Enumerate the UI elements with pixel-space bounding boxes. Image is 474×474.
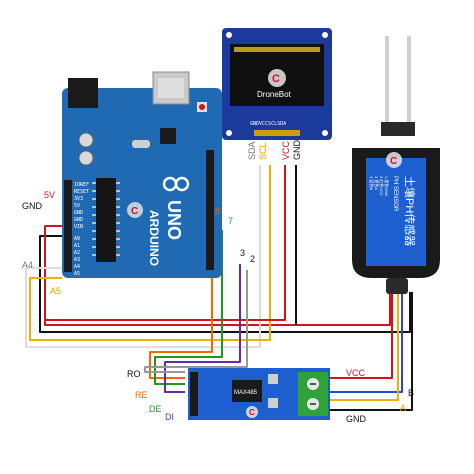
svg-text:A4: A4 [74,264,80,270]
label-5v: 5V [44,190,55,200]
svg-text:1.黑色GND: 1.黑色GND [384,176,390,196]
svg-text:A5: A5 [74,271,80,277]
label-pin-3: 3 [240,248,245,258]
label-de: DE [149,404,162,414]
wire-d2-ro [144,270,248,373]
label-di: DI [165,412,174,422]
svg-text:C: C [272,73,280,85]
oled-pin-labels: SDA SCL VCC GND [247,140,302,161]
wire-rs485-gnd [330,292,413,411]
svg-text:C: C [390,156,397,167]
watermark-logo-rs485: C [246,406,258,418]
label-pin-7: 7 [228,216,233,226]
capacitor [78,150,94,166]
svg-text:土壤PH传感器: 土壤PH传感器 [403,176,417,246]
oled-pin-text: GNDVCCSCLSDA [250,121,286,127]
label-gnd-rs485: GND [346,414,367,424]
arduino-uno-board: ARDUINO UNO IOREF RESET 3V3 5V GND GND V… [62,71,222,278]
svg-text:SCL: SCL [258,142,268,160]
label-gnd-arduino: GND [22,201,43,211]
label-a5: A5 [50,286,61,296]
power-jack [68,78,98,108]
usb-chip [160,128,176,144]
label-pin-2: 2 [250,254,255,264]
svg-text:RESET: RESET [74,189,89,195]
sensor-cable-gland [386,278,408,294]
svg-text:SDA: SDA [247,141,257,160]
wire-a5-arduino [29,165,271,341]
crystal [132,140,150,148]
label-ro: RO [127,369,141,379]
svg-text:MAX485: MAX485 [234,390,258,396]
wire-rs485-vcc [330,292,393,379]
watermark-logo-oled: C DroneBot [257,69,292,99]
svg-text:PH SENSOR: PH SENSOR [392,176,398,212]
oled-header [254,130,300,136]
arduino-logo-text: ARDUINO [147,210,161,266]
soil-ph-sensor: 土壤PH传感器 PH SENSOR 1.黑色GND 2.红色VCC 3.黄色A … [352,36,440,294]
svg-text:A1: A1 [74,243,80,249]
wire-oled-vcc [45,165,286,321]
svg-text:3.黄色A: 3.黄色A [374,176,380,190]
label-a4: A4 [22,260,33,270]
svg-text:A2: A2 [74,250,80,256]
wire-a4-arduino-shadow [25,165,261,348]
watermark-logo-arduino: C [127,202,143,218]
rs485-chip [232,380,262,402]
oled-display-module: C DroneBot GNDVCCSCLSDA [222,28,332,140]
digital-header [206,150,214,270]
svg-text:5V: 5V [74,203,80,209]
svg-text:C: C [249,408,255,417]
wire-rs485-b [330,292,403,393]
svg-text:GND: GND [74,217,83,223]
label-b: B [408,388,414,398]
label-pin-8: 8 [215,206,220,216]
sensor-label-plate [366,158,426,266]
wires [25,165,413,411]
sensor-probe [385,36,389,136]
atmega-chip [96,178,116,262]
capacitor [78,132,94,148]
svg-text:GND: GND [292,140,302,161]
svg-text:IOREF: IOREF [74,182,89,188]
rs485-module: MAX485 C [188,368,330,420]
wire-5v-arduino [44,225,391,326]
wire-d3-di [164,264,241,393]
svg-text:2.红色VCC: 2.红色VCC [379,176,385,196]
label-vcc-rs485: VCC [346,368,366,378]
wire-rs485-a [330,292,399,401]
arduino-infinity-icon [162,176,190,192]
sensor-probe [407,36,411,136]
svg-text:4.蓝色B: 4.蓝色B [369,176,375,190]
svg-text:C: C [131,206,138,217]
wire-d8-re [149,222,213,379]
wire-gnd-arduino [39,235,411,333]
left-header-labels: IOREF RESET 3V3 5V GND GND VIN A0 A1 A2 … [74,182,89,277]
label-re: RE [135,390,148,400]
power-header [64,180,72,272]
label-a: A [400,403,406,413]
svg-text:VCC: VCC [281,140,291,160]
svg-text:3V3: 3V3 [74,196,83,202]
watermark-logo-sensor: C [386,152,402,168]
svg-text:GND: GND [74,210,83,216]
svg-text:VIN: VIN [74,224,83,230]
svg-text:A0: A0 [74,236,80,242]
arduino-model-text: UNO [164,200,184,240]
svg-text:DroneBot: DroneBot [257,90,292,99]
svg-text:A3: A3 [74,257,80,263]
